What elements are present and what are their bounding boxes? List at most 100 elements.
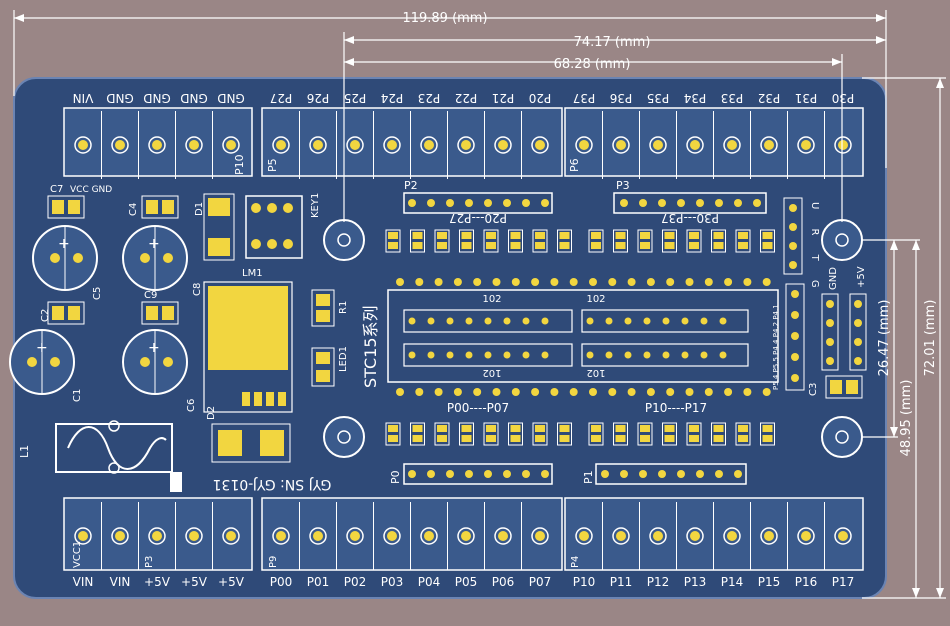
gnd-pin: [826, 319, 834, 327]
socket-pin: [511, 278, 520, 286]
led-smd: [434, 229, 450, 253]
terminal-pad: [834, 136, 852, 154]
led-smd: [711, 229, 726, 253]
dim-upper-mid: 74.17 (mm): [574, 35, 651, 50]
led-smd: [434, 422, 450, 446]
header-pin: [465, 199, 473, 207]
socket-pin: [646, 388, 655, 396]
svg-text:+: +: [148, 340, 160, 356]
label-c8: C8: [192, 283, 203, 296]
resnet-pin: [624, 317, 632, 325]
header-pin: [696, 470, 704, 478]
socket-pin: [531, 278, 540, 286]
terminal-pad: [457, 527, 475, 545]
led-smd: [711, 422, 726, 446]
terminal-pad: [222, 527, 240, 545]
header-pin: [446, 199, 454, 207]
socket-pin: [724, 388, 733, 396]
resnet-pin: [586, 351, 594, 359]
socket-pin: [627, 278, 636, 286]
header-pin: [522, 199, 530, 207]
header-gnd: [821, 293, 839, 371]
led-smd: [557, 422, 572, 446]
mount-hole-bl: [323, 416, 365, 458]
capacitor-c1: +: [9, 329, 75, 395]
label-c6: C6: [186, 399, 197, 412]
gnd-pin: [826, 338, 834, 346]
resistor-network-1: [403, 309, 573, 333]
socket-pin: [704, 278, 713, 286]
resnet-label-3: 102: [482, 367, 501, 378]
resnet-pin: [700, 351, 708, 359]
terminal-label: P00: [270, 575, 293, 589]
uart-pin: [789, 242, 797, 250]
label-c4: C4: [128, 203, 139, 216]
header-pin: [620, 470, 628, 478]
5v-pin: [854, 300, 862, 308]
terminal-label: P06: [492, 575, 515, 589]
uart-pin: [789, 223, 797, 231]
socket-pin: [589, 388, 597, 396]
header-p0: [403, 463, 553, 485]
terminal-pad: [74, 136, 92, 154]
label-d1: D1: [194, 202, 205, 216]
dim-right-outer: 72.01 (mm): [923, 300, 938, 377]
header-p1: [595, 463, 747, 485]
terminal-pad: [494, 136, 512, 154]
header-pin: [503, 199, 511, 207]
gnd-pin: [826, 300, 834, 308]
resnet-pin: [605, 351, 613, 359]
terminal-label: P10: [573, 575, 596, 589]
header-uart: [783, 197, 803, 275]
terminal-pad: [383, 136, 401, 154]
led-smd: [459, 422, 474, 446]
terminal-pad: [760, 527, 778, 545]
resnet-pin: [719, 317, 727, 325]
socket-pin: [608, 278, 617, 286]
terminal-label: P26: [307, 91, 330, 105]
resistor-network-4: [581, 343, 749, 367]
led-smd: [385, 229, 401, 253]
header-pin: [639, 199, 647, 207]
label-c3: C3: [808, 383, 819, 396]
terminal-block-top-mid: [261, 107, 563, 177]
terminal-label: P04: [418, 575, 441, 589]
side-pin: [791, 353, 799, 361]
terminal-label: P01: [307, 575, 330, 589]
header-pin: [753, 199, 761, 207]
label-l1: L1: [18, 445, 31, 458]
header-pin: [541, 470, 549, 478]
terminal-pad: [612, 527, 630, 545]
mount-hole-tr: [821, 219, 863, 261]
header-pin: [677, 199, 685, 207]
resnet-label-4: 102: [586, 367, 605, 378]
label-lm1: LM1: [242, 268, 263, 279]
led-smd: [662, 229, 677, 253]
led-smd: [662, 422, 677, 446]
label-p30-p37: P30---P37: [661, 211, 719, 225]
label-p3: P3: [616, 179, 630, 192]
label-c9: C9: [144, 290, 157, 301]
capacitor-c8: +: [122, 225, 188, 291]
terminal-pad: [346, 136, 364, 154]
header-pin: [658, 199, 666, 207]
svg-text:+: +: [148, 236, 160, 252]
resnet-pin: [541, 351, 549, 359]
terminal-pad: [760, 136, 778, 154]
resnet-label-2: 102: [586, 294, 605, 305]
terminal-label: P14: [721, 575, 744, 589]
terminal-label: P35: [647, 91, 670, 105]
led-smd: [735, 422, 751, 446]
terminal-pad: [148, 136, 166, 154]
terminal-pad: [797, 136, 815, 154]
led-smd: [557, 229, 572, 253]
socket-pin: [724, 278, 733, 286]
socket-pin: [569, 278, 578, 286]
led-smd: [686, 422, 702, 446]
label-led1: LED1: [338, 346, 349, 372]
terminal-label: P37: [573, 91, 596, 105]
ref-p3: P3: [144, 556, 155, 568]
terminal-label: P33: [721, 91, 744, 105]
terminal-pad: [686, 527, 704, 545]
header-pin: [620, 199, 628, 207]
